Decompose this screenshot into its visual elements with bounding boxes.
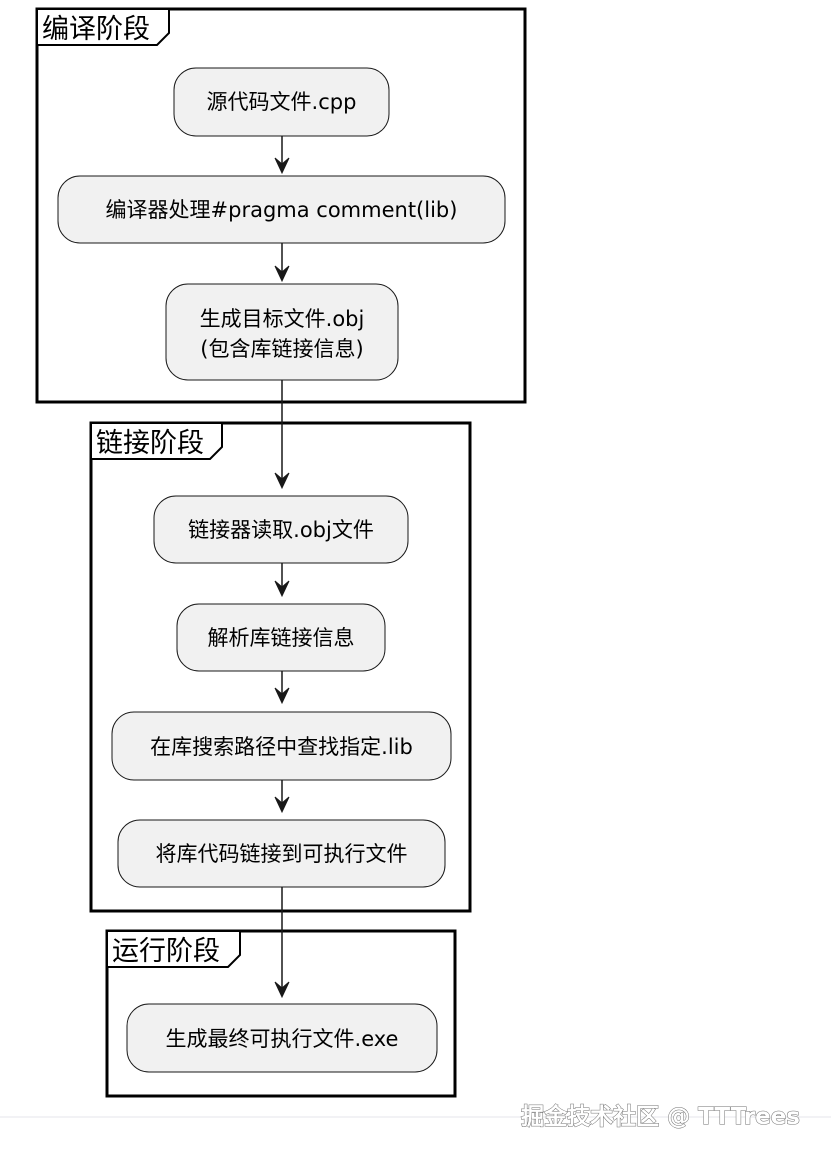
node-source-file: 源代码文件.cpp [173,67,390,137]
node-label: 生成最终可执行文件.exe [166,1027,399,1051]
partition-label: 编译阶段 [42,14,150,45]
arrow-head-icon [274,472,290,490]
partition-link: 链接阶段 [89,421,472,913]
arrow-head-icon [274,796,290,814]
arrow-head-icon [274,981,290,999]
partition-compile: 编译阶段 [35,7,527,404]
node-object-file: 生成目标文件.obj (包含库链接信息) [165,283,399,381]
node-label: 解析库链接信息 [208,626,355,650]
node-label: 将库代码链接到可执行文件 [156,842,408,866]
node-final-exe: 生成最终可执行文件.exe [126,1003,438,1073]
arrow-head-icon [274,157,290,175]
node-parse-link-info: 解析库链接信息 [176,603,386,672]
partition-tab [106,930,241,968]
node-compiler-pragma: 编译器处理#pragma comment(lib) [57,175,506,244]
node-label: 链接器读取.obj文件 [188,518,374,542]
node-linker-read: 链接器读取.obj文件 [153,495,409,564]
arrow-head-icon [274,265,290,283]
partition-label: 链接阶段 [96,428,204,459]
watermark: 掘金技术社区 @ TTTrees [521,1103,800,1130]
partition-tab [36,8,170,46]
edges [274,136,290,999]
node-label: 源代码文件.cpp [207,90,357,114]
node-label: 编译器处理#pragma comment(lib) [106,198,458,222]
node-label-line-2: (包含库链接信息) [200,337,363,361]
node-label: 在库搜索路径中查找指定.lib [150,735,413,759]
partition-run: 运行阶段 [105,929,457,1098]
node-search-lib: 在库搜索路径中查找指定.lib [111,711,452,781]
partition-tab [90,422,223,460]
partition-label: 运行阶段 [112,936,220,967]
arrow-head-icon [274,687,290,705]
arrow-head-icon [274,580,290,598]
node-link-library: 将库代码链接到可执行文件 [117,819,446,888]
node-label: 生成目标文件.obj [200,307,365,331]
